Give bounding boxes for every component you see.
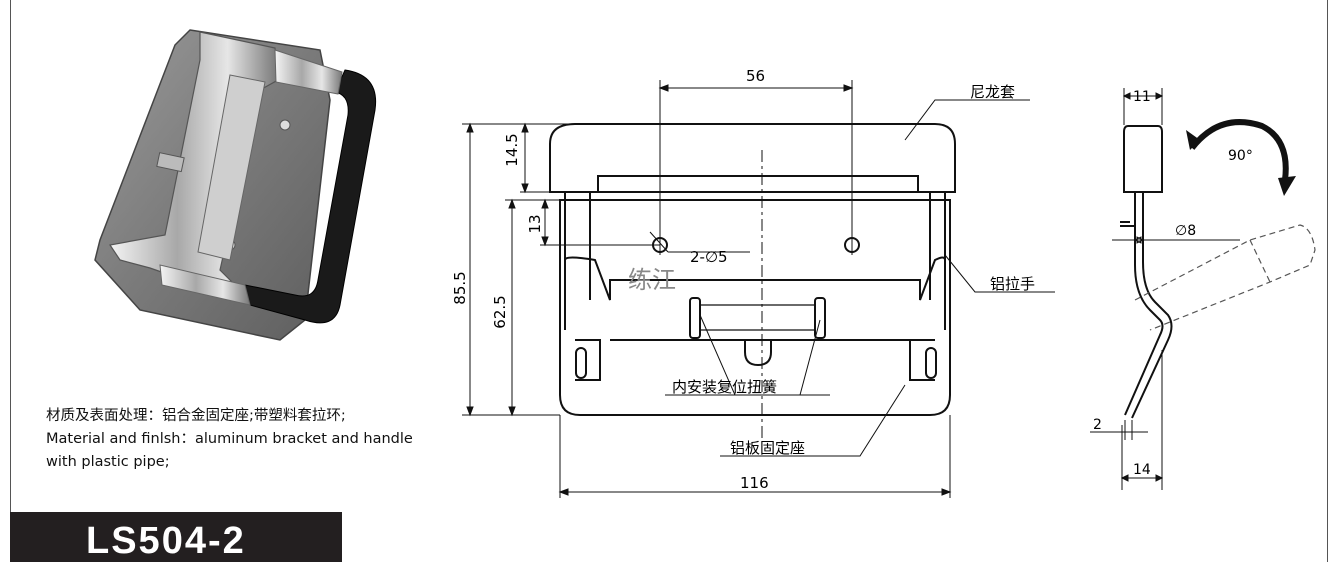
dim-base-height: 62.5 — [491, 295, 509, 328]
label-aluminum-base: 铝板固定座 — [730, 439, 805, 457]
label-reset-spring: 内安装复位扭簧 — [672, 378, 777, 396]
dim-thickness: 2 — [1093, 417, 1102, 433]
dim-total-height: 85.5 — [451, 271, 469, 304]
dim-holes: 2-∅5 — [690, 248, 728, 266]
dim-depth: 14 — [1133, 462, 1151, 478]
dim-hole-offset: 13 — [526, 214, 544, 233]
side-handle — [1123, 125, 1163, 193]
dim-rod-diameter: ∅8 — [1175, 223, 1196, 239]
model-banner: LS504-2 — [10, 512, 342, 562]
dim-side-width: 11 — [1133, 89, 1151, 105]
left-border — [10, 0, 11, 562]
material-cn: 材质及表面处理：铝合金固定座;带塑料套拉环; — [46, 408, 346, 424]
dim-hole-spacing: 56 — [746, 67, 765, 85]
label-nylon-sleeve: 尼龙套 — [970, 83, 1015, 101]
rotation-arrow — [1189, 119, 1289, 181]
material-en-line1: Material and finlsh：aluminum bracket and… — [46, 431, 413, 447]
label-aluminum-handle: 铝拉手 — [990, 275, 1035, 293]
watermark: 练江 — [628, 266, 676, 294]
product-photo — [94, 29, 377, 341]
front-base-plate — [559, 199, 951, 416]
model-number: LS504-2 — [86, 520, 246, 562]
right-border — [1327, 0, 1328, 562]
material-en-line2: with plastic pipe; — [46, 454, 170, 470]
dim-angle: 90° — [1228, 148, 1253, 164]
front-handle — [549, 123, 956, 193]
dim-width: 116 — [740, 474, 769, 492]
dim-handle-height: 14.5 — [503, 133, 521, 166]
